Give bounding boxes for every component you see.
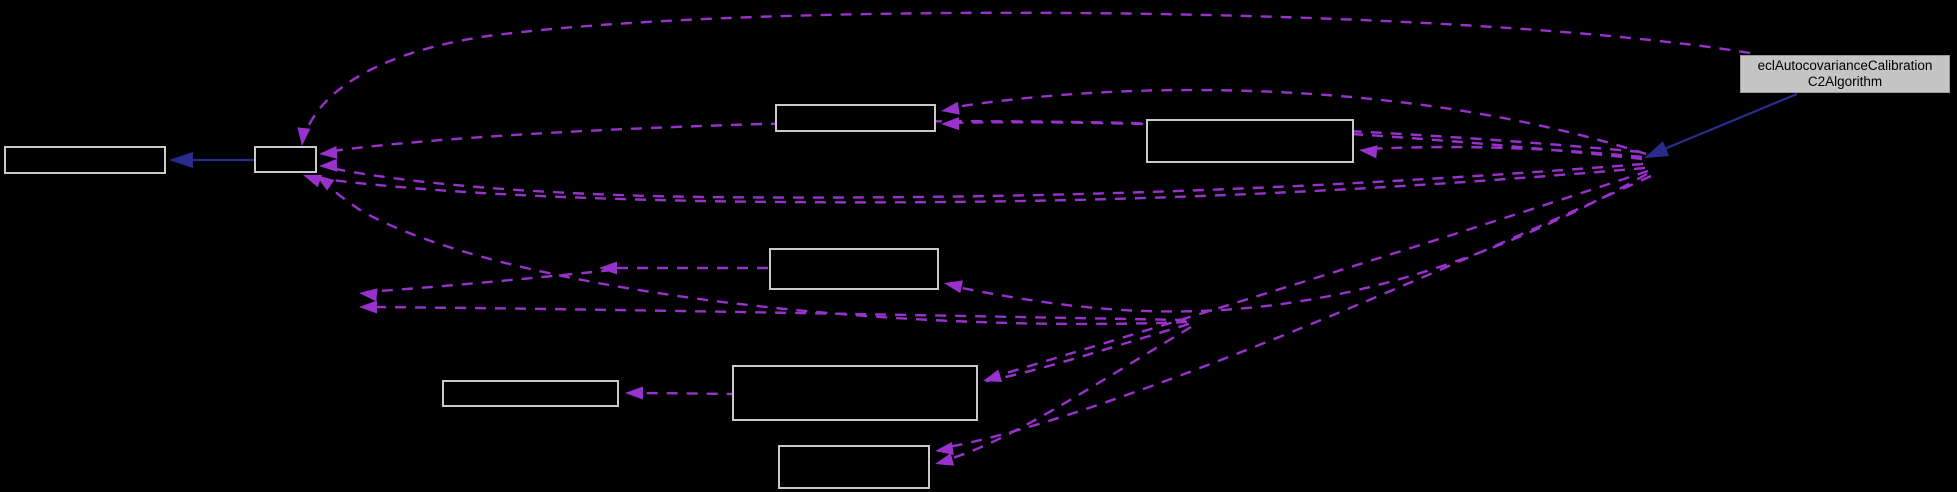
arrowhead-icon [169,152,193,168]
usage-edge-to-hidden-node-upper [365,268,613,294]
arrowhead-icon [1359,145,1378,159]
inheritance-edges [169,92,1798,168]
usage-edge-to-node-h-upper [942,174,1652,450]
inheritance-edge-main-to-hub [1656,92,1798,154]
arrowhead-icon [316,175,335,191]
node-box-b[interactable] [254,146,317,173]
usage-edge-to-node-b-bottom-1 [307,166,1646,204]
main-class-node[interactable]: eclAutocovarianceCalibration C2Algorithm [1740,55,1950,93]
node-box-c[interactable] [775,104,936,132]
arrowhead-icon [359,300,377,314]
node-box-a[interactable] [4,146,166,174]
arrowhead-icon [941,101,960,115]
node-box-h[interactable] [778,445,930,489]
arrowhead-icon [303,175,323,188]
node-box-f[interactable] [442,380,619,407]
usage-edge-to-node-e [951,172,1648,313]
usage-edges [301,11,1751,463]
main-class-label-line2: C2Algorithm [1807,74,1883,89]
usage-edge-to-node-b-right-2 [325,162,1644,199]
arrowhead-icon [359,288,378,302]
usage-edge-to-hidden-node-lower [365,305,1187,322]
arrowhead-icon [319,158,338,172]
node-box-e[interactable] [769,248,939,290]
usage-edge-to-node-b-right-1 [325,120,1642,154]
nodes [4,104,1354,489]
arrowhead-icon [944,280,963,294]
arrowhead-icon [983,369,1003,382]
usage-edge-to-node-g [989,169,1649,380]
arrowhead-icon [319,145,338,159]
usage-arrowheads [297,101,1378,466]
arrowhead-icon [297,127,311,146]
arrowhead-icon [935,442,954,455]
usage-edge-to-node-b-bottom-2 [320,179,1188,326]
arrowhead-icon [935,453,955,466]
node-box-d[interactable] [1146,119,1354,163]
arrowhead-icon [1644,141,1670,158]
usage-edge-to-node-h-lower [942,325,1192,463]
arrowhead-icon [625,386,643,400]
node-box-g[interactable] [732,365,978,421]
usage-edge-top-arc [301,11,1751,142]
main-class-label-line1: eclAutocovarianceCalibration [1757,58,1933,73]
usage-edge-to-node-f [631,322,1190,396]
usage-edge-to-node-c-upper [948,88,1647,156]
arrowhead-icon [599,261,617,275]
usage-edge-to-node-d [1365,145,1643,159]
arrowhead-icon [941,117,960,131]
